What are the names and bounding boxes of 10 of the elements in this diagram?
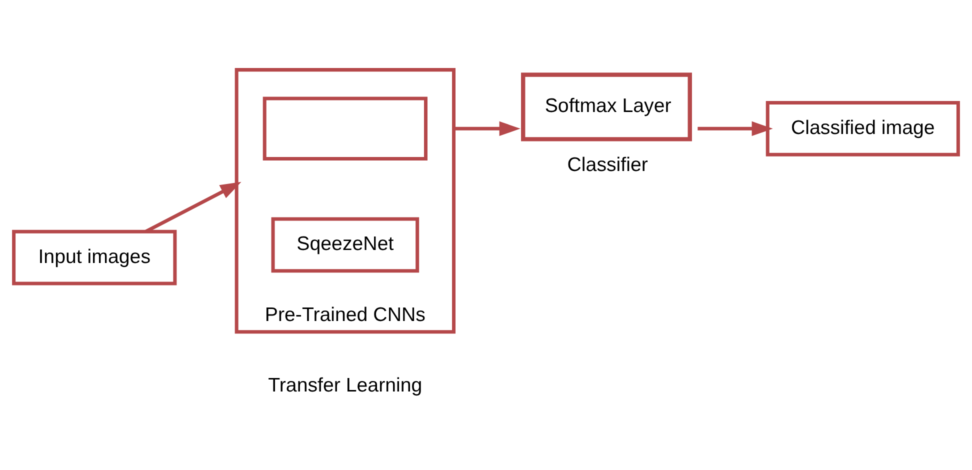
node-box — [262, 96, 428, 160]
node-label: Classifier — [567, 153, 648, 176]
node-box: SqeezeNet — [271, 216, 420, 272]
arrow — [454, 120, 520, 136]
label: Transfer Learning — [268, 374, 422, 396]
node-box: Classified image — [766, 100, 960, 156]
node-box: Softmax Layer — [521, 72, 692, 141]
arrow — [698, 120, 773, 136]
arrow — [145, 181, 242, 233]
node-box: Input images — [12, 229, 177, 285]
